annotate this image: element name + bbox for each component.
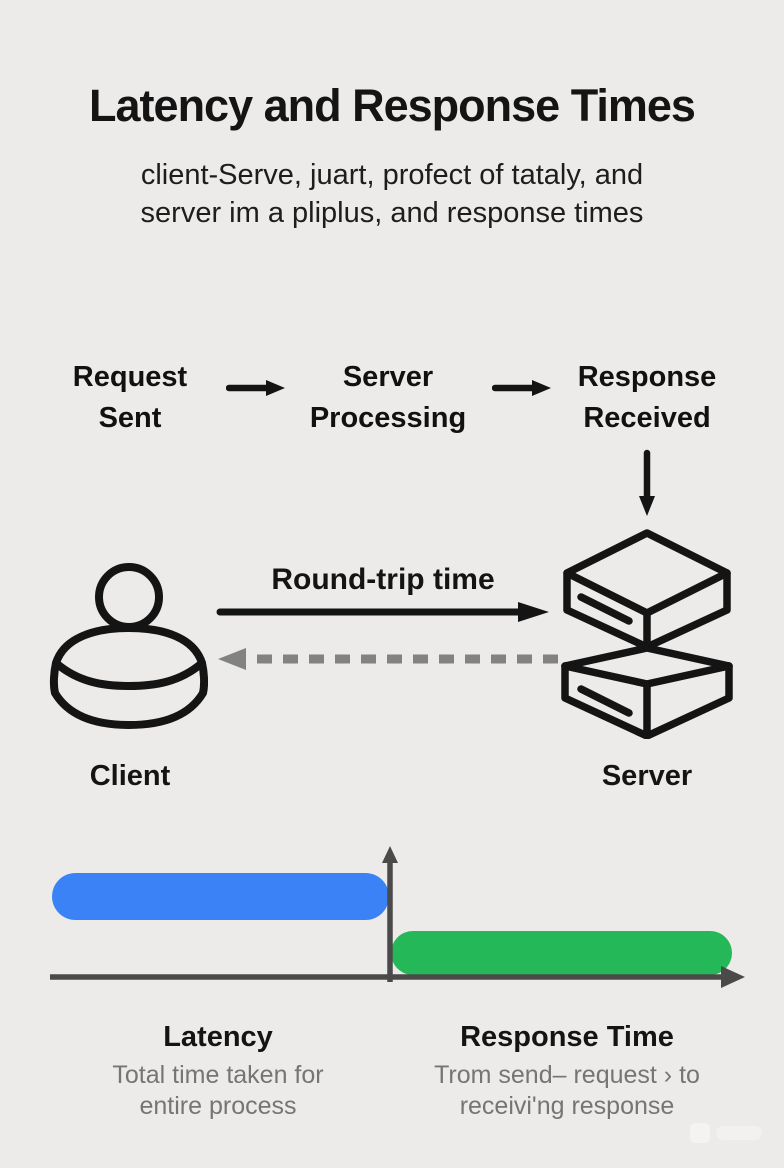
latency-description: Total time taken for entire process xyxy=(68,1060,368,1122)
server-stack-icon xyxy=(561,529,733,739)
y-axis xyxy=(382,846,398,982)
round-trip-label: Round-trip time xyxy=(271,563,495,596)
response-time-bar xyxy=(391,931,732,975)
flow-step-text: Server xyxy=(342,361,434,393)
arrow-down-icon xyxy=(639,449,655,516)
watermark-icon xyxy=(690,1123,710,1143)
flow-step-response-received: Response Received xyxy=(547,357,747,439)
x-axis xyxy=(50,966,745,988)
response-desc-line: receivi'ng response xyxy=(459,1092,675,1120)
watermark xyxy=(690,1121,770,1147)
latency-desc-line: entire process xyxy=(139,1092,297,1120)
page-subtitle: client-Serve, juart, profect of tataly, … xyxy=(0,156,784,232)
round-trip-arrow-icon xyxy=(216,602,549,622)
response-desc-line: Trom send– request › to xyxy=(434,1061,700,1089)
arrow-right-icon xyxy=(492,380,551,396)
latency-title: Latency xyxy=(163,1021,273,1053)
flow-step-text: Response xyxy=(577,361,717,393)
flow-step-request-sent: Request Sent xyxy=(30,357,230,439)
response-time-description: Trom send– request › to receivi'ng respo… xyxy=(417,1060,717,1122)
flow-step-text: Received xyxy=(583,402,711,434)
client-label: Client xyxy=(89,760,171,792)
flow-step-text: Sent xyxy=(98,402,162,434)
response-time-title: Response Time xyxy=(460,1021,674,1053)
arrow-right-icon xyxy=(226,380,285,396)
latency-desc-line: Total time taken for xyxy=(112,1061,324,1089)
flow-step-text: Request xyxy=(72,361,188,393)
subtitle-line-1: client-Serve, juart, profect of tataly, … xyxy=(140,159,644,191)
person-icon xyxy=(49,563,208,729)
watermark-text-shape xyxy=(716,1126,762,1140)
subtitle-line-2: server im a pliplus, and response times xyxy=(140,197,644,229)
server-label: Server xyxy=(601,760,693,792)
flow-step-server-processing: Server Processing xyxy=(288,357,488,439)
page-title: Latency and Response Times xyxy=(89,80,696,131)
latency-bar xyxy=(52,873,389,920)
dashed-return-arrow-icon xyxy=(218,648,558,670)
flow-step-text: Processing xyxy=(309,402,467,434)
